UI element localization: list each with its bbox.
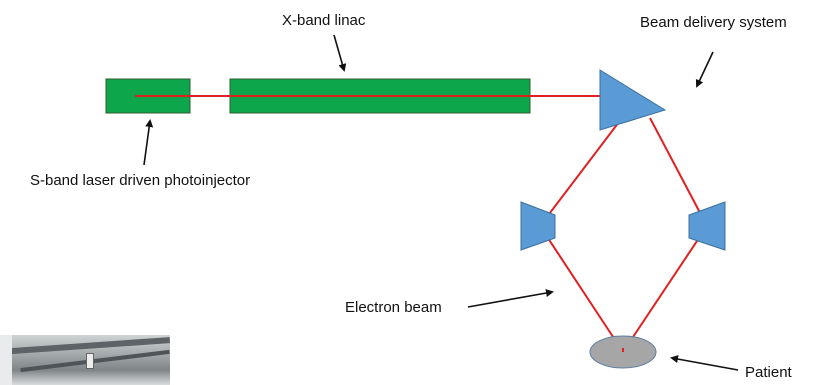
photoinjector-label: S-band laser driven photoinjector	[30, 172, 251, 189]
bending-magnet-left	[520, 201, 556, 251]
xband-linac-label: X-band linac	[282, 12, 366, 29]
patient-arrow	[670, 355, 739, 371]
sband-arrow	[143, 119, 154, 166]
photo-edge-detail	[0, 335, 12, 385]
photo-beam-detail	[20, 349, 170, 373]
patient-label: Patient	[745, 364, 792, 381]
xband-arrow	[333, 34, 347, 72]
beam-delivery-label: Beam delivery system	[640, 14, 787, 31]
accelerator-hall-photo	[0, 335, 170, 385]
bds-arrow	[695, 51, 714, 88]
bending-magnet-top	[599, 69, 667, 131]
electron-beam-label: Electron beam	[345, 299, 442, 316]
bending-magnet-right	[688, 201, 726, 251]
photo-bolt-detail	[86, 353, 94, 369]
electron-beam-arrow	[467, 289, 554, 308]
